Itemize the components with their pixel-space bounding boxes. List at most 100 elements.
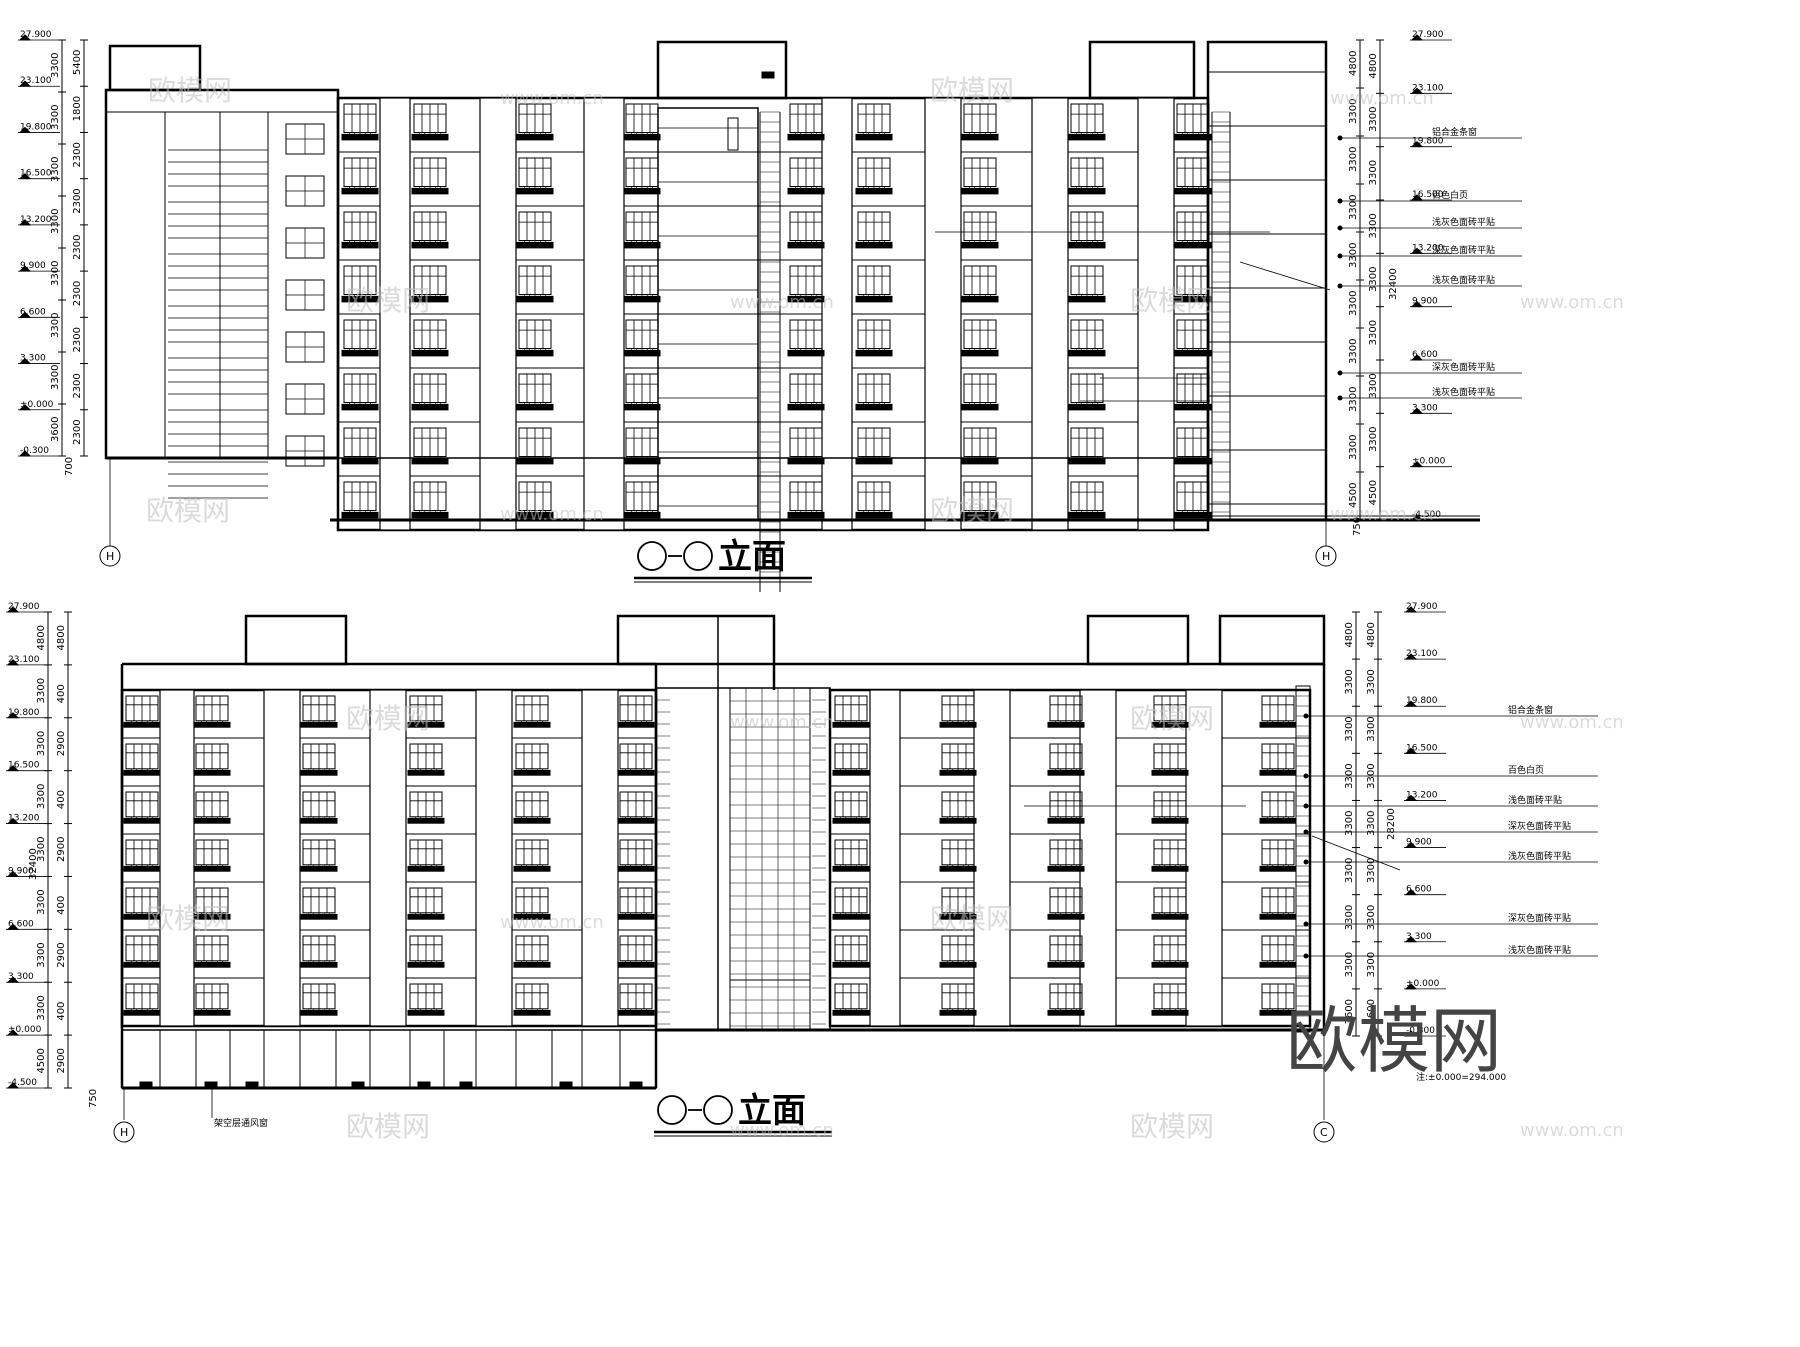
balcony-rail: [1068, 511, 1106, 519]
balcony-rail: [341, 511, 379, 519]
balcony-rail: [341, 349, 379, 357]
elevation-triangle: [6, 1029, 20, 1036]
material-note: 百色白页: [1508, 764, 1544, 776]
elevation-value: 19.800: [8, 708, 40, 718]
leader-line: [1311, 835, 1401, 871]
balcony-rail: [123, 961, 161, 968]
balcony-rail: [300, 865, 338, 872]
elevation-value: 6.600: [20, 307, 46, 317]
balcony-rail: [939, 961, 977, 968]
roof-vent: [761, 71, 775, 79]
dim-value: 3300: [36, 837, 47, 862]
dim-value: 3300: [50, 105, 61, 130]
elevation-value: 13.200: [8, 814, 40, 824]
balcony-rail: [1068, 241, 1106, 249]
balcony-rail: [411, 241, 449, 249]
elevation-triangle: [18, 34, 32, 41]
pilaster: [475, 689, 513, 1027]
dim-value: 3300: [36, 889, 47, 914]
balcony-rail: [623, 457, 661, 465]
dim-value: 4500: [1368, 480, 1379, 505]
balcony-rail: [961, 457, 999, 465]
elevation-value: 9.900: [1412, 297, 1438, 307]
dim-value: 3300: [1348, 291, 1359, 316]
material-note: 浅灰色面砖平贴: [1432, 386, 1495, 398]
elevation-triangle: [18, 172, 32, 180]
balcony-rail: [1174, 187, 1212, 195]
balcony-rail: [341, 133, 379, 141]
balcony-rail: [855, 403, 893, 411]
elevation-triangle: [1404, 983, 1418, 990]
balcony-rail: [787, 511, 825, 519]
elevation-value: 9.900: [1406, 838, 1432, 848]
pilaster: [369, 689, 407, 1027]
elevation-value: 16.500: [1412, 190, 1444, 200]
watermark-logo: 欧模网: [930, 902, 1014, 935]
leader-dot: [1337, 370, 1343, 376]
watermark-logo: 欧模网: [146, 902, 230, 935]
watermark-logo: 欧模网: [346, 702, 430, 735]
dim-value: 3600: [1366, 999, 1377, 1024]
pilaster: [973, 689, 1011, 1027]
balcony-rail: [623, 241, 661, 249]
balcony-rail: [516, 133, 554, 141]
axis-label: H: [106, 550, 114, 563]
balcony-rail: [516, 187, 554, 195]
balcony-rail: [123, 1009, 161, 1016]
elevation-value: 3.300: [1406, 932, 1432, 942]
watermark-site: www.om.cn: [500, 912, 604, 933]
watermarks: 欧模网欧模网欧模网欧模网欧模网欧模网欧模网欧模网欧模网欧模网欧模网欧模网www.…: [146, 74, 1624, 1143]
title-circle: [683, 541, 713, 571]
balcony-rail: [961, 295, 999, 303]
watermark-site: www.om.cn: [730, 1120, 834, 1141]
dim-value: 3300: [1344, 811, 1355, 836]
material-note: 铝合金条窗: [1432, 126, 1477, 138]
watermark-site: www.om.cn: [1520, 292, 1624, 313]
elevation-triangle: [6, 817, 20, 825]
elevation-triangle: [18, 404, 32, 411]
balcony-rail: [407, 1009, 445, 1016]
balcony-rail: [787, 457, 825, 465]
building-body: [828, 688, 1312, 1028]
balcony-rail: [617, 721, 655, 728]
dim-value: 4800: [56, 625, 67, 650]
balcony-rail: [193, 769, 231, 776]
elevation-triangle: [6, 1082, 20, 1089]
elevation-value: 23.100: [20, 76, 52, 86]
leader-dot: [1337, 395, 1343, 401]
balcony-rail: [1047, 961, 1085, 968]
dim-value: 3300: [1366, 952, 1377, 977]
dim-value: 4800: [1368, 53, 1379, 78]
balcony-rail: [787, 133, 825, 141]
dim-value: 3300: [1348, 387, 1359, 412]
axis-bubble: [113, 1121, 135, 1143]
dim-value: 750: [1352, 517, 1363, 536]
balcony-rail: [832, 1009, 870, 1016]
elevation-value: 13.200: [1412, 243, 1444, 253]
balcony-rail: [1259, 817, 1297, 824]
dim-value: 3300: [1344, 952, 1355, 977]
balcony-rail: [939, 865, 977, 872]
balcony-rail: [513, 865, 551, 872]
dim-value: 3300: [36, 942, 47, 967]
balcony-rail: [513, 721, 551, 728]
watermark-logo: 欧模网: [346, 284, 430, 317]
dim-value: 3300: [36, 995, 47, 1020]
leader-dot: [1303, 773, 1309, 779]
balcony-rail: [1259, 721, 1297, 728]
elevation-value: -0.300: [20, 446, 49, 456]
pilaster: [869, 689, 901, 1027]
material-note: 深灰色面砖平贴: [1508, 912, 1571, 924]
balcony-rail: [300, 817, 338, 824]
balcony-rail: [855, 511, 893, 519]
elevation-triangle: [1404, 747, 1418, 754]
balcony-rail: [1047, 721, 1085, 728]
watermark-site: www.om.cn: [500, 504, 604, 525]
dim-value: 4800: [36, 625, 47, 650]
dim-value: 3300: [1344, 669, 1355, 694]
balcony-rail: [1174, 349, 1212, 357]
balcony-rail: [617, 1009, 655, 1016]
watermark-logo: 欧模网: [930, 494, 1014, 527]
balcony-rail: [855, 133, 893, 141]
